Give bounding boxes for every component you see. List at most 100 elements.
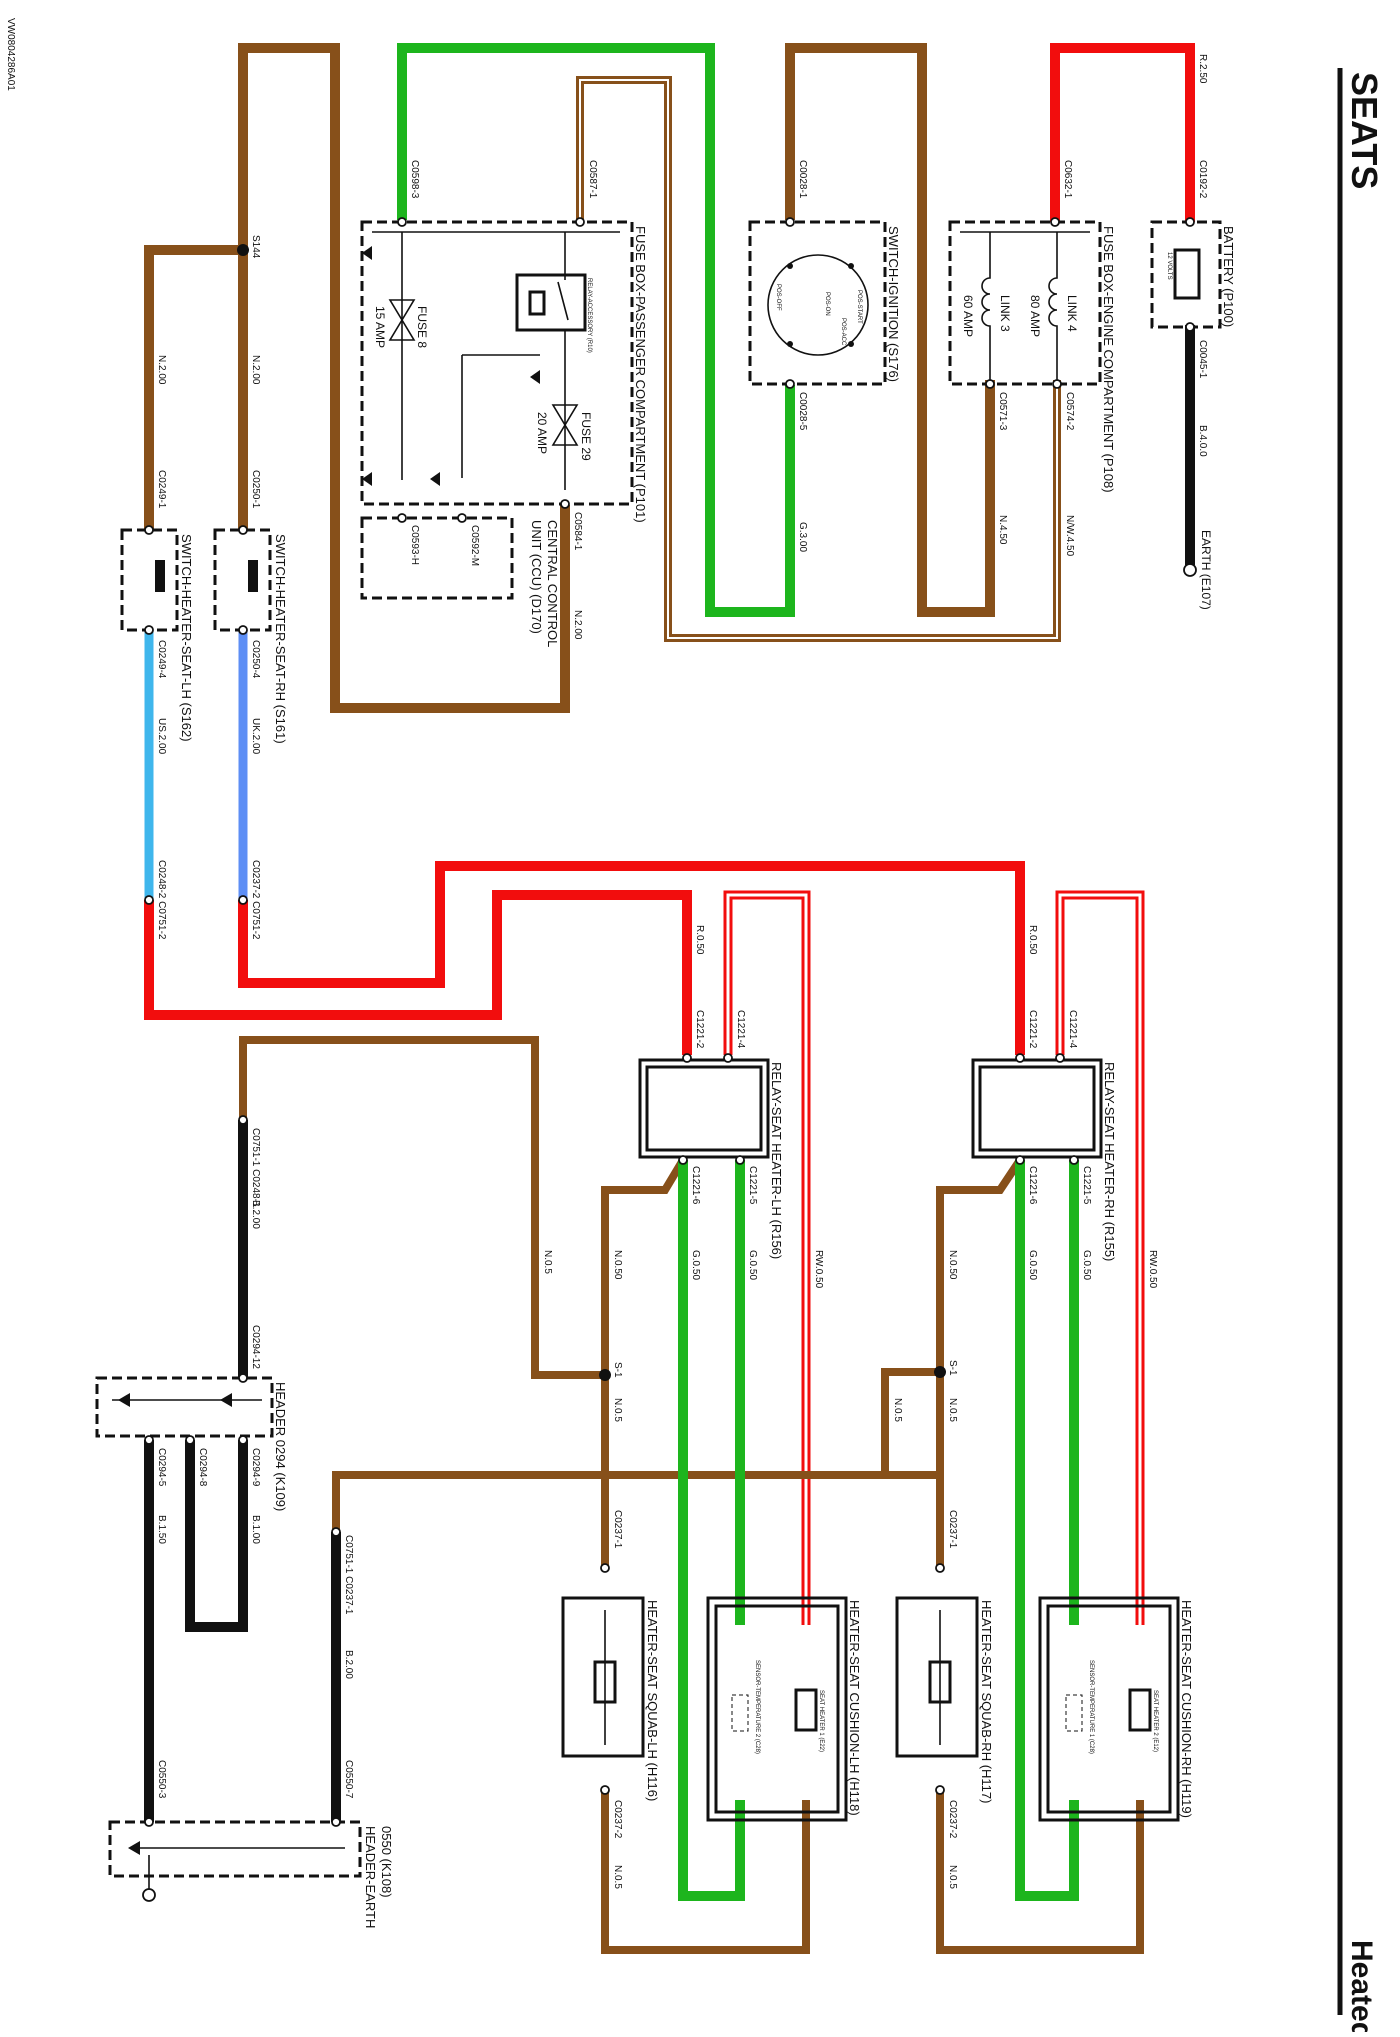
pin [985, 379, 995, 389]
splice-lh-s1 [599, 1369, 611, 1381]
label-c0294-5: C0294-5 [156, 1448, 167, 1487]
squab-rh-box [895, 1596, 979, 1758]
switch-ignition-label: SWITCH-IGNITION (S176) [886, 226, 901, 382]
label-lh-c1221-5: C1221-5 [747, 1166, 758, 1205]
switch-heater-lh-box [120, 528, 179, 632]
pin [238, 525, 248, 535]
fuse29-symbol [551, 404, 579, 446]
label-lh-s1: S-1 [612, 1362, 623, 1378]
section-subtitle: Heated [1345, 1940, 1378, 2032]
pin [144, 895, 154, 905]
splice-s144 [237, 244, 249, 256]
pin [238, 1373, 248, 1383]
wire-brown-lh-bottom [601, 1790, 810, 1954]
pin [185, 1435, 195, 1445]
relay-rh-box [971, 1058, 1103, 1159]
squab-rh-label: HEATER-SEAT SQUAB-RH (H117) [979, 1600, 994, 1803]
earth-e107-symbol [1183, 563, 1197, 577]
label-c0751-1-c0248-1: C0751-1 C0248-1 [250, 1128, 261, 1208]
label-rh-s1: S-1 [947, 1360, 958, 1376]
relay-accessory-coil [528, 290, 546, 316]
switch-heater-lh-element [155, 560, 165, 592]
cushion-rh-box [1038, 1596, 1180, 1822]
header-earth-label-2: 0550 (K108) [379, 1826, 394, 1898]
relay-lh-label: RELAY-SEAT HEATER-LH (R156) [769, 1062, 784, 1259]
header-earth-label-1: HEADER-EARTH [363, 1826, 378, 1928]
connector-pins [144, 217, 1195, 1827]
fuse-box-engine-label: FUSE BOX-ENGINE COMPARTMENT (P108) [1101, 226, 1116, 493]
relay-lh-inner [645, 1065, 763, 1152]
pin [600, 1563, 610, 1573]
relay-lh-box [638, 1058, 770, 1159]
battery-voltage-label: 12 VOLTS [1166, 252, 1172, 280]
label-c0592-m: C0592-M [469, 525, 480, 566]
label-c0028-1: C0028-1 [797, 160, 808, 199]
pin [238, 625, 248, 635]
header-0294-label: HEADER 0294 (K109) [273, 1382, 288, 1511]
wire-green-ignition-run [397, 43, 795, 617]
wire-rw-rh-relay-output-stripe [1058, 893, 1142, 1625]
label-lh-c1221-2: C1221-2 [694, 1010, 705, 1049]
ccu-box [360, 516, 514, 600]
ignition-pin-2 [848, 263, 854, 269]
document-code: VW0804286A01 [5, 18, 16, 91]
header-earth-symbol [142, 1888, 156, 1902]
ccu-arrow [430, 472, 440, 486]
fuse-box-arrow-2 [362, 472, 372, 486]
label-rh-rw050: RW.0.50 [1147, 1250, 1158, 1289]
wire-white-stripe-nw [579, 79, 1058, 639]
label-c0248-2-c0751-2: C0248-2 C0751-2 [156, 860, 167, 940]
ignition-switch-box [748, 220, 887, 386]
label-lh-r050: R.0.50 [694, 925, 705, 955]
fuse-box-passenger-label: FUSE BOX-PASSENGER COMPARTMENT (P101) [633, 226, 648, 523]
switch-heater-rh-element [248, 560, 258, 592]
label-c0571-3: C0571-3 [997, 392, 1008, 431]
label-rh-c0237-1: C0237-1 [947, 1510, 958, 1549]
label-b100: B.1.00 [250, 1515, 261, 1544]
pin [1069, 1155, 1079, 1165]
pin [1050, 217, 1060, 227]
wire-green-rh-g050a [1015, 1160, 1079, 1901]
label-b150: B.1.50 [156, 1515, 167, 1544]
pin [238, 1115, 248, 1125]
label-rh-c1221-6: C1221-6 [1027, 1166, 1038, 1205]
pin [678, 1155, 688, 1165]
switch-heater-lh-label: SWITCH-HEATER-SEAT-LH (S162) [179, 534, 194, 742]
label-lh-c1221-6: C1221-6 [690, 1166, 701, 1205]
pin [935, 1785, 945, 1795]
label-c0249-4: C0249-4 [156, 640, 167, 679]
fuse8-rating: 15 AMP [373, 306, 387, 348]
label-rh-n050: N.0.50 [947, 1250, 958, 1280]
ignition-pin-3 [848, 341, 854, 347]
header-earth-box [108, 1820, 362, 1878]
label-c0192-2: C0192-2 [1197, 160, 1208, 199]
label-n200-lh: N.2.00 [156, 355, 167, 385]
label-nw450: N/W.4.50 [1064, 515, 1075, 557]
label-n200-rh: N.2.00 [250, 355, 261, 385]
label-b200-bot: B.2.00 [343, 1650, 354, 1679]
pin [331, 1817, 341, 1827]
cushion-lh-box [706, 1596, 848, 1822]
label-lh-g050a: G.0.50 [690, 1250, 701, 1280]
label-rh-n05-s: N.0.5 [947, 1398, 958, 1422]
label-c0237-2-c0751-2: C0237-2 C0751-2 [250, 860, 261, 940]
pin [144, 1817, 154, 1827]
pin [1015, 1053, 1025, 1063]
connector-labels: C0192-2 C0045-1 C0632-1 C0574-2 C0571-3 … [156, 160, 1208, 1839]
wire-brown-ccu-s144 [238, 43, 570, 713]
cushion-lh-sensor [731, 1694, 749, 1732]
label-rh-g050b: G.0.50 [1081, 1250, 1092, 1280]
header-0294-arrow-2 [220, 1393, 232, 1407]
label-c0587-1: C0587-1 [587, 160, 598, 199]
pin [1185, 217, 1195, 227]
wire-brown-switch-lh [144, 245, 243, 530]
ignition-pos-acc: POS-ACC [840, 318, 846, 346]
cushion-rh-label: HEATER-SEAT CUSHION-RH (H119) [1179, 1600, 1194, 1818]
label-c0294-12: C0294-12 [250, 1325, 261, 1369]
wire-brown-s1-to-earth [332, 1375, 944, 1532]
label-c0584-1: C0584-1 [572, 512, 583, 551]
ignition-pos-off: POS-OFF [775, 284, 781, 311]
label-rh-c0237-2: C0237-2 [947, 1800, 958, 1839]
fuse29-arrow [530, 370, 540, 384]
